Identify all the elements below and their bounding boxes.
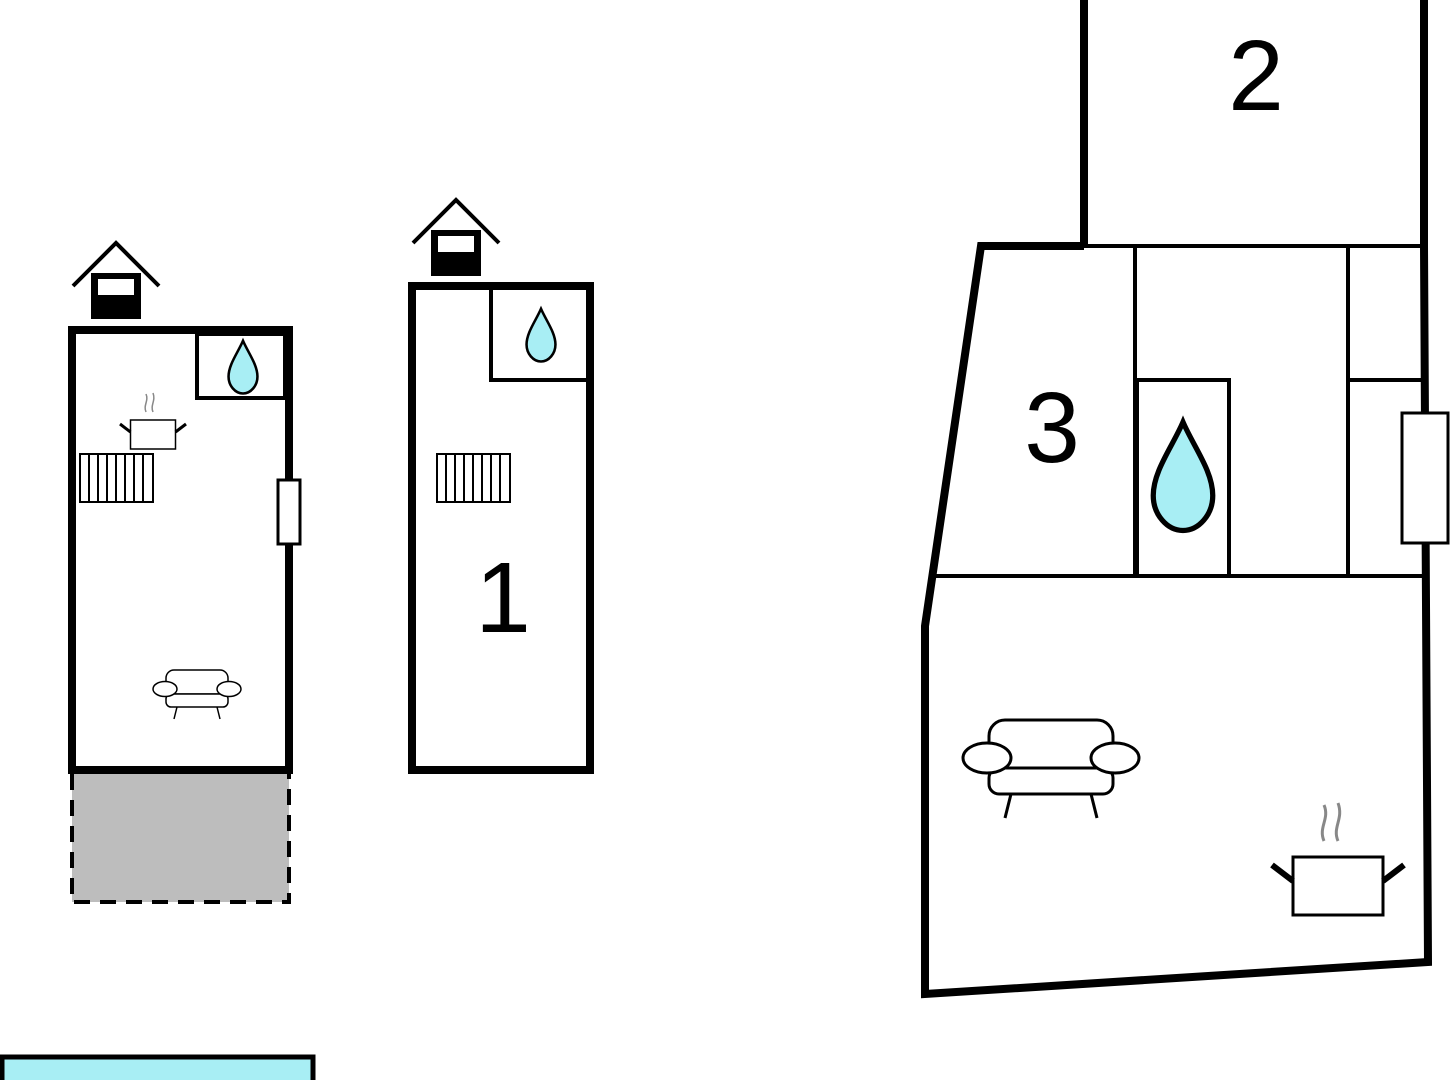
radiator-icon [79,453,154,503]
right-bathroom [1135,378,1231,576]
room-3-number: 3 [1024,372,1080,484]
water-drop-icon [1153,422,1213,531]
cooking-pot-icon [1272,803,1404,915]
water-drop-icon [227,339,259,395]
room-2-number: 2 [1228,20,1284,132]
window-icon [276,478,302,546]
house-entrance-icon [71,241,161,321]
sofa-icon [961,718,1141,820]
radiator-icon [436,453,511,503]
pool [0,1054,316,1080]
left-unit [68,241,302,904]
left-unit-outline [68,326,293,774]
right-unit: 2 3 [921,0,1450,999]
room-1-outline [408,282,594,774]
room-2-outline [1080,0,1428,246]
water-drop-icon [525,307,557,363]
window-icon [1400,411,1450,545]
room-1-unit: 1 [408,198,594,774]
left-unit-bathroom [195,332,287,400]
room-1-number: 1 [475,542,531,654]
cooking-pot-icon [118,391,188,451]
room-1-bathroom [489,290,586,382]
sofa-icon [152,669,242,720]
terrace [70,770,291,904]
right-unit-outline [921,242,1433,999]
house-entrance-icon [411,198,501,278]
